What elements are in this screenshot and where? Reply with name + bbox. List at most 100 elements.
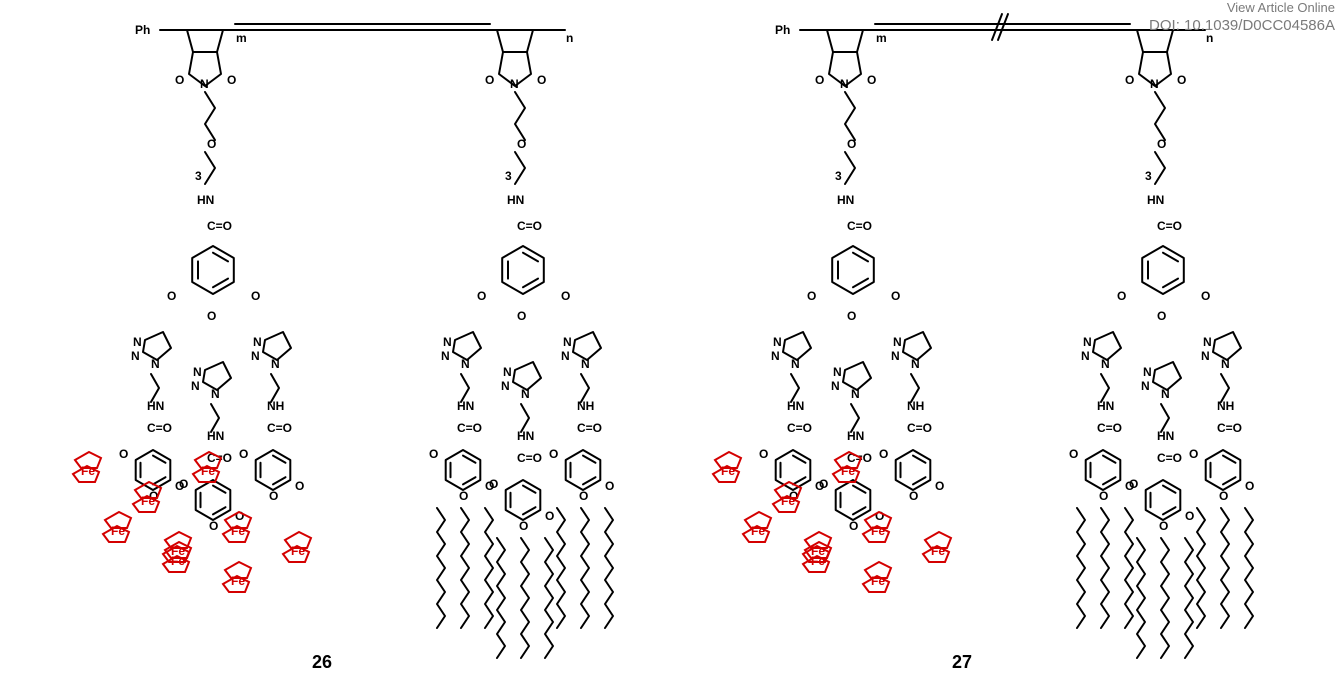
oxygen-label: O bbox=[1157, 309, 1166, 323]
cyclopentadienyl-ring bbox=[711, 464, 741, 483]
bond bbox=[1212, 331, 1242, 361]
branch-benzene bbox=[1144, 479, 1182, 521]
cyclopentadienyl-ring bbox=[101, 524, 131, 543]
imide-ring bbox=[496, 29, 534, 87]
oxygen-label: O bbox=[1185, 509, 1194, 523]
alkyl-chain bbox=[580, 373, 590, 403]
iron-label: Fe bbox=[141, 494, 155, 508]
alkyl-chain bbox=[1244, 507, 1254, 629]
aromatic-bonds bbox=[779, 454, 807, 486]
alkyl-chain bbox=[150, 373, 160, 403]
alkyl-chain bbox=[210, 403, 220, 433]
triazole-ring: NNN bbox=[1201, 331, 1242, 371]
oxygen-label: O bbox=[815, 479, 824, 493]
oxygen-label: O bbox=[935, 479, 944, 493]
oxygen-label: O bbox=[207, 309, 216, 323]
nitrogen-label: N bbox=[461, 357, 470, 371]
oxygen-label: O bbox=[295, 479, 304, 493]
ferrocene-unit: Fe bbox=[711, 450, 743, 483]
alkyl-chain bbox=[1220, 373, 1230, 403]
cyclopentadienyl-ring bbox=[223, 510, 253, 529]
amide-label: HN bbox=[1147, 193, 1164, 207]
nitrogen-label: N bbox=[253, 335, 262, 349]
bond bbox=[262, 331, 292, 361]
alkyl-chain bbox=[520, 537, 530, 659]
branch-benzene bbox=[194, 479, 232, 521]
alkyl-chain bbox=[514, 91, 526, 141]
oxygen-label: O bbox=[891, 289, 900, 303]
cyclopentadienyl-ring bbox=[801, 554, 831, 573]
aromatic-bonds bbox=[197, 251, 229, 289]
oxygen-label: O bbox=[1157, 137, 1166, 151]
amide-label: HN bbox=[847, 429, 864, 443]
alkyl-chain bbox=[204, 91, 216, 141]
nitrogen-label: N bbox=[1101, 357, 1110, 371]
nitrogen-label: N bbox=[1150, 77, 1159, 91]
oxygen-label: O bbox=[519, 519, 528, 533]
carbonyl-label: C=O bbox=[1217, 421, 1242, 435]
aromatic-bonds bbox=[1149, 484, 1177, 516]
ferrocene-unit: Fe bbox=[831, 450, 863, 483]
nitrogen-label: N bbox=[561, 349, 570, 363]
aromatic-bonds bbox=[199, 484, 227, 516]
amide-label: HN bbox=[837, 193, 854, 207]
oxygen-label: O bbox=[1159, 519, 1168, 533]
oxygen-label: O bbox=[579, 489, 588, 503]
alkyl-chain bbox=[484, 507, 494, 629]
carbonyl-label: C=O bbox=[787, 421, 812, 435]
cyclopentadienyl-ring bbox=[921, 544, 951, 563]
oxygen-label: O bbox=[537, 73, 546, 87]
iron-label: Fe bbox=[111, 524, 125, 538]
bond bbox=[1092, 331, 1122, 361]
nitrogen-label: N bbox=[271, 357, 280, 371]
cyclopentadienyl-ring bbox=[223, 560, 253, 579]
nitrogen-label: N bbox=[833, 365, 842, 379]
aromatic-bonds bbox=[1209, 454, 1237, 486]
alkyl-chain bbox=[514, 151, 526, 185]
ferrocene-unit: Fe bbox=[921, 530, 953, 563]
alkyl-chain bbox=[520, 403, 530, 433]
doi-link[interactable]: DOI: 10.1039/D0CC04586A bbox=[1149, 17, 1335, 34]
alkyl-chain bbox=[460, 507, 470, 629]
iron-label: Fe bbox=[171, 544, 185, 558]
alkyl-chain bbox=[850, 403, 860, 433]
oxygen-label: O bbox=[605, 479, 614, 493]
iron-label: Fe bbox=[871, 524, 885, 538]
oxygen-label: O bbox=[1189, 447, 1198, 461]
view-article-online-link[interactable]: View Article Online bbox=[1226, 0, 1335, 15]
ferrocene-unit: Fe bbox=[161, 540, 193, 573]
alkyl-chain bbox=[844, 151, 856, 185]
cyclopentadienyl-ring bbox=[283, 530, 313, 549]
aromatic-bonds bbox=[569, 454, 597, 486]
oxygen-label: O bbox=[759, 447, 768, 461]
iron-label: Fe bbox=[751, 524, 765, 538]
nitrogen-label: N bbox=[521, 387, 530, 401]
phenyl-label: Ph bbox=[135, 23, 150, 37]
amide-label: HN bbox=[197, 193, 214, 207]
cyclopentadienyl-ring bbox=[773, 480, 803, 499]
cyclopentadienyl-ring bbox=[221, 574, 251, 593]
oxygen-label: O bbox=[209, 519, 218, 533]
oxygen-label: O bbox=[239, 447, 248, 461]
cyclopentadienyl-ring bbox=[281, 544, 311, 563]
oxygen-label: O bbox=[1099, 489, 1108, 503]
amide-label: HN bbox=[147, 399, 164, 413]
ferrocene-unit: Fe bbox=[861, 510, 893, 543]
cyclopentadienyl-ring bbox=[863, 510, 893, 529]
triazole-ring: NNN bbox=[251, 331, 292, 371]
oxygen-label: O bbox=[459, 489, 468, 503]
oxygen-label: O bbox=[867, 73, 876, 87]
amide-label: NH bbox=[907, 399, 924, 413]
repeat-3: 3 bbox=[1145, 169, 1152, 183]
carbonyl-label: C=O bbox=[907, 421, 932, 435]
aromatic-bonds bbox=[259, 454, 287, 486]
ferrocene-unit: Fe bbox=[861, 560, 893, 593]
oxygen-label: O bbox=[251, 289, 260, 303]
cyclopentadienyl-ring bbox=[71, 464, 101, 483]
amide-label: HN bbox=[1097, 399, 1114, 413]
compound-number: 27 bbox=[952, 652, 972, 672]
amide-label: HN bbox=[507, 193, 524, 207]
nitrogen-label: N bbox=[1201, 349, 1210, 363]
oxygen-label: O bbox=[847, 309, 856, 323]
